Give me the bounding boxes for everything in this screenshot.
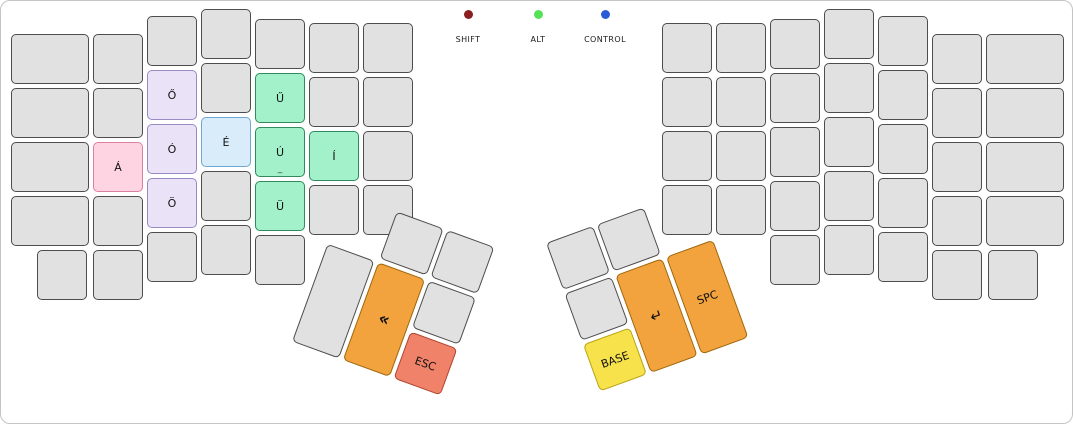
key-blank (201, 225, 251, 275)
key-blank (147, 16, 197, 66)
key-blank (770, 181, 820, 231)
key-blank (11, 88, 89, 138)
key-blank (878, 16, 928, 66)
key-blank (147, 232, 197, 282)
key-legend-text: Ő (167, 88, 177, 102)
key-blank (716, 23, 766, 73)
key-blank (878, 232, 928, 282)
legend-item-shift: SHIFT (433, 10, 503, 44)
legend-label-shift: SHIFT (455, 35, 481, 44)
key-u-umlaut: Ü (255, 181, 305, 231)
key-blank (309, 77, 359, 127)
key-blank (824, 9, 874, 59)
key-blank (770, 19, 820, 69)
key-blank (932, 88, 982, 138)
key-o-double-acute: Ő (147, 70, 197, 120)
key-blank (986, 142, 1064, 192)
key-legend-text: BASE (599, 348, 631, 371)
key-blank (309, 185, 359, 235)
key-blank (363, 77, 413, 127)
key-blank (932, 250, 982, 300)
key-blank (93, 88, 143, 138)
key-i-acute: Í (309, 131, 359, 181)
key-blank (770, 127, 820, 177)
legend-label-alt: ALT (530, 35, 546, 44)
key-legend-text: ESC (413, 353, 438, 374)
legend-dot-alt (533, 10, 543, 19)
key-legend-text: Á (114, 160, 122, 174)
key-blank (201, 63, 251, 113)
key-blank (662, 77, 712, 127)
key-o-umlaut: Ö (147, 178, 197, 228)
key-blank (363, 23, 413, 73)
key-blank (932, 34, 982, 84)
key-u-acute: Ú_ (255, 127, 305, 177)
legend-item-alt: ALT (503, 10, 573, 44)
key-legend-text: Í (332, 149, 336, 163)
key-a-acute: Á (93, 142, 143, 192)
key-sub-legend-text: _ (277, 164, 283, 174)
key-blank (770, 235, 820, 285)
key-blank (11, 142, 89, 192)
key-blank (93, 196, 143, 246)
key-blank (662, 23, 712, 73)
key-blank (37, 250, 87, 300)
key-blank (201, 9, 251, 59)
key-legend-text: SPC (694, 287, 720, 307)
key-blank (662, 131, 712, 181)
key-legend-text: Ö (167, 196, 177, 210)
key-legend-text: Ű (275, 91, 285, 105)
legend-item-control: CONTROL (570, 10, 640, 44)
key-u-double-acute: Ű (255, 73, 305, 123)
legend-dot-control (600, 10, 610, 19)
key-blank (11, 196, 89, 246)
key-blank (932, 196, 982, 246)
key-blank (309, 23, 359, 73)
key-legend-text: É (222, 135, 230, 149)
key-blank (716, 185, 766, 235)
key-blank (201, 171, 251, 221)
key-e-acute: É (201, 117, 251, 167)
key-legend-text: ↵ (647, 304, 666, 326)
key-blank (716, 131, 766, 181)
key-blank (824, 63, 874, 113)
legend-label-control: CONTROL (584, 35, 626, 44)
key-blank (770, 73, 820, 123)
key-blank (986, 34, 1064, 84)
key-legend-text: Ó (167, 142, 177, 156)
key-o-acute: Ó (147, 124, 197, 174)
key-blank (255, 235, 305, 285)
key-blank (878, 124, 928, 174)
key-blank (662, 185, 712, 235)
legend-dot-shift (463, 10, 473, 19)
key-blank (824, 225, 874, 275)
key-blank (11, 34, 89, 84)
key-blank (93, 250, 143, 300)
key-blank (255, 19, 305, 69)
key-blank (878, 178, 928, 228)
key-blank (93, 34, 143, 84)
key-blank (986, 196, 1064, 246)
key-legend-text: « (375, 307, 393, 331)
key-blank (932, 142, 982, 192)
key-blank (716, 77, 766, 127)
key-legend-text: Ü (275, 199, 285, 213)
key-legend-text: Ú (275, 145, 285, 159)
key-blank (363, 131, 413, 181)
key-blank (878, 70, 928, 120)
key-blank (824, 171, 874, 221)
key-blank (988, 250, 1038, 300)
key-blank (986, 88, 1064, 138)
key-blank (824, 117, 874, 167)
